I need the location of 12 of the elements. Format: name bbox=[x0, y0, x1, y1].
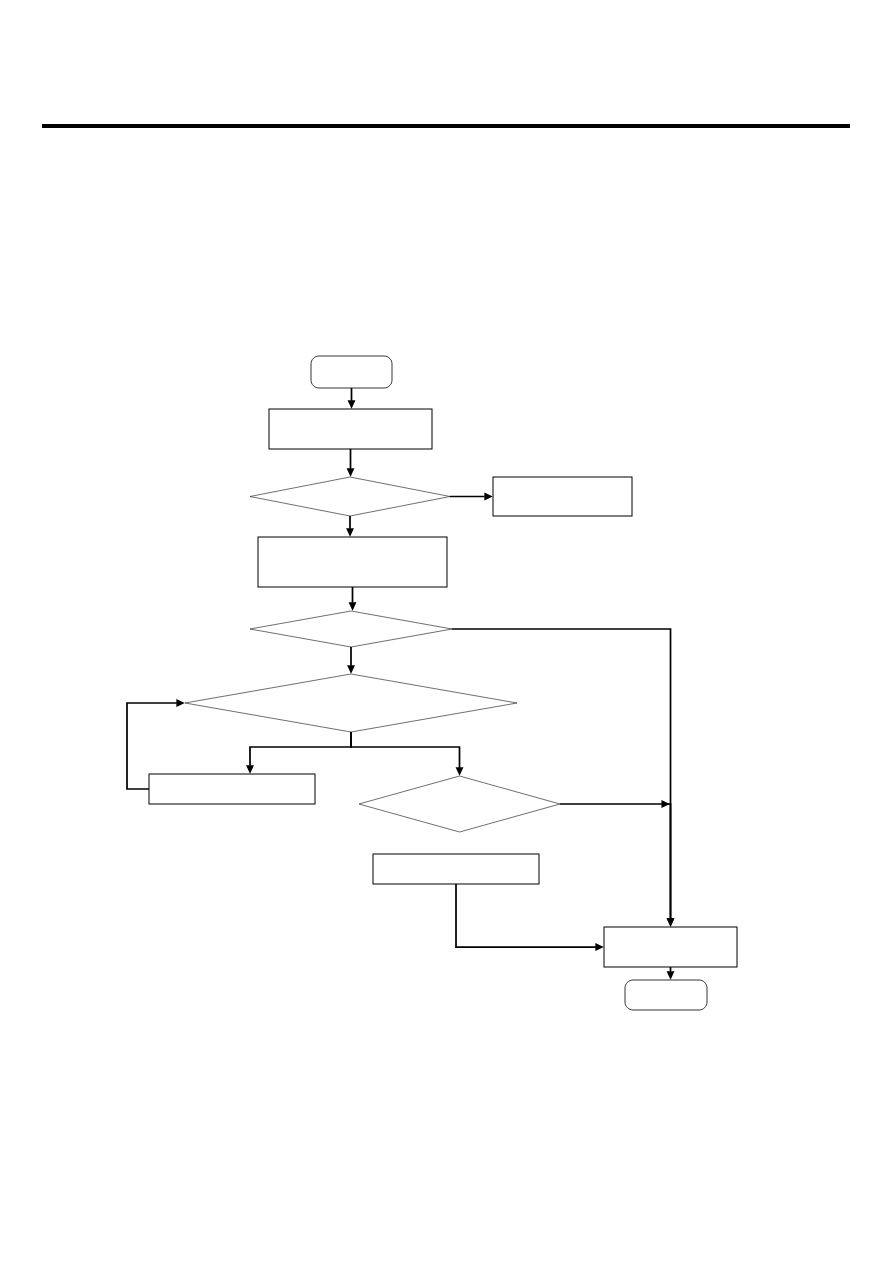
decision-diamond bbox=[184, 673, 518, 733]
process-box bbox=[148, 773, 316, 805]
process-box bbox=[268, 408, 433, 450]
decision-diamond bbox=[249, 610, 453, 648]
process-box bbox=[257, 536, 448, 588]
process-box bbox=[492, 476, 633, 517]
terminal-box bbox=[624, 979, 708, 1011]
decision-diamond bbox=[358, 775, 561, 833]
process-box bbox=[372, 853, 540, 885]
decision-diamond bbox=[249, 476, 451, 517]
terminal-box bbox=[310, 355, 393, 389]
process-box bbox=[603, 926, 738, 968]
